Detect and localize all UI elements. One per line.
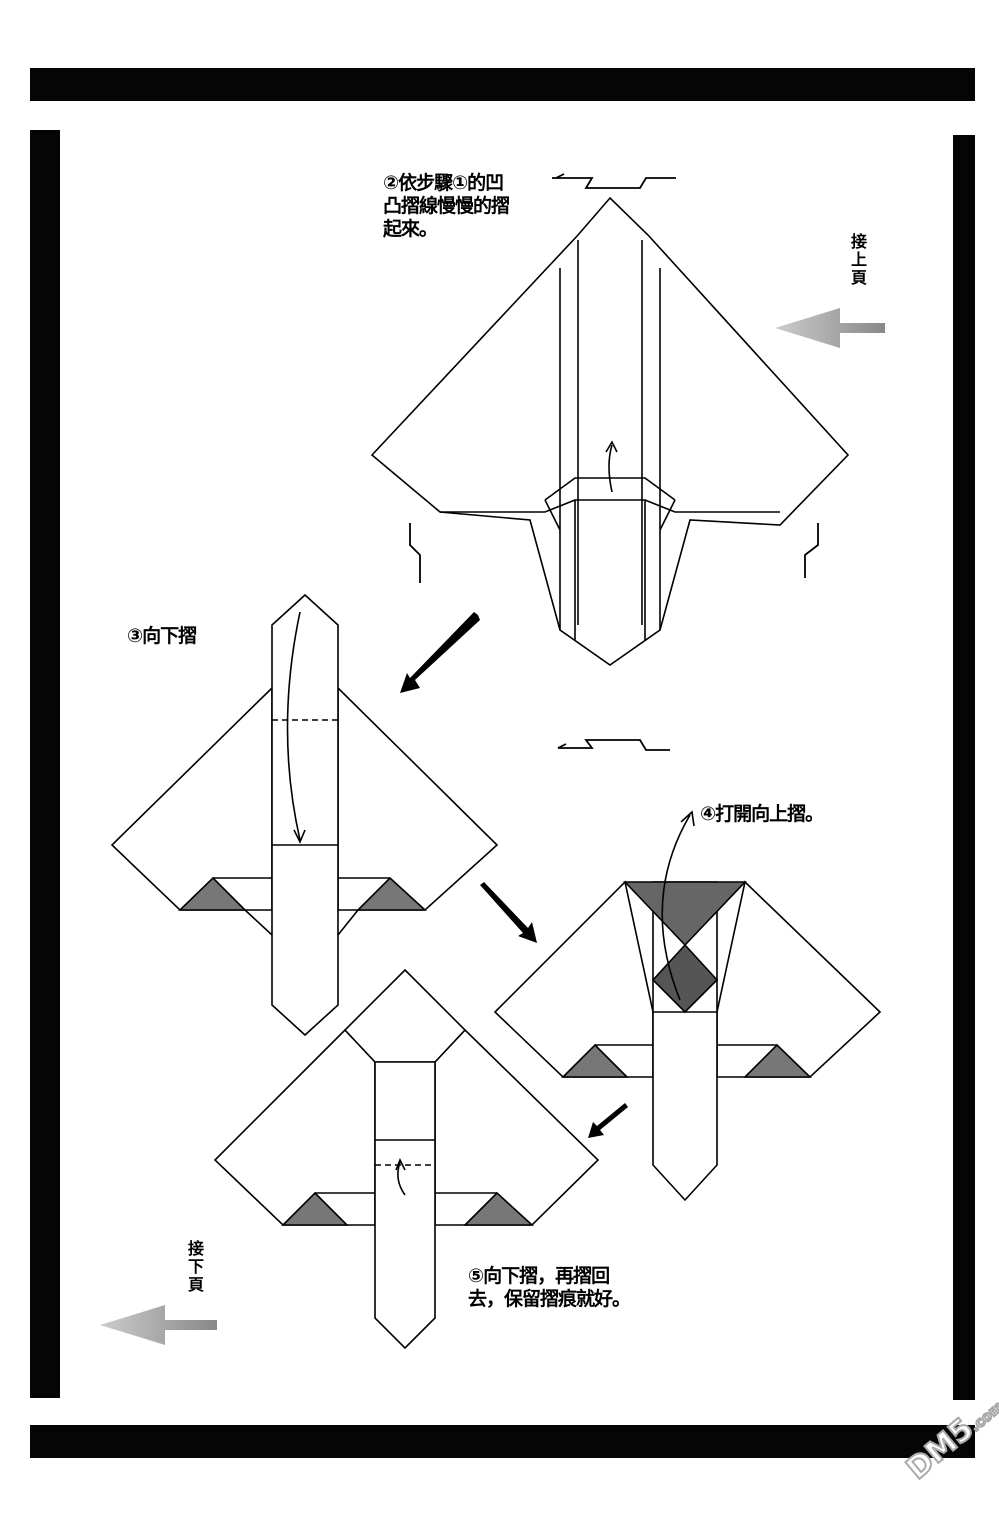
step2-instruction: ②依步驟①的凹 凸摺線慢慢的摺 起來。 [383,172,510,241]
step2-line1: ②依步驟①的凹 [383,172,504,194]
step5-figure [213,968,600,1350]
char: 接 [187,1239,204,1258]
step2-line2: 凸摺線慢慢的摺 [383,195,510,217]
step3-figure [110,593,499,1037]
char: 下 [187,1257,204,1276]
char: 接 [850,232,867,251]
step5-instruction: ⑤向下摺，再摺回 去，保留摺痕就好。 [468,1265,631,1311]
char: 頁 [850,268,867,287]
step4-figure [493,810,882,1202]
move-arrow-icon [400,612,628,1138]
zigzag-arrow-icon [409,173,819,751]
top-border-bar [30,68,975,101]
page-turn-arrow-icon [100,308,885,1345]
char: 上 [850,250,867,269]
step2-figure [370,196,850,666]
step5-line2: 去，保留摺痕就好。 [468,1288,631,1310]
right-border-bar [953,135,975,1400]
step2-line3: 起來。 [383,218,438,240]
step4-instruction: ④打開向上摺。 [700,803,824,825]
left-border-bar [30,130,60,1398]
step5-line1: ⑤向下摺，再摺回 [468,1265,610,1287]
step3-instruction: ③向下摺 [127,625,197,647]
continued-to-label: 接 下 頁 [187,1240,205,1294]
continued-from-label: 接 上 頁 [850,233,868,287]
char: 頁 [187,1275,204,1294]
bottom-border-bar [30,1425,975,1458]
